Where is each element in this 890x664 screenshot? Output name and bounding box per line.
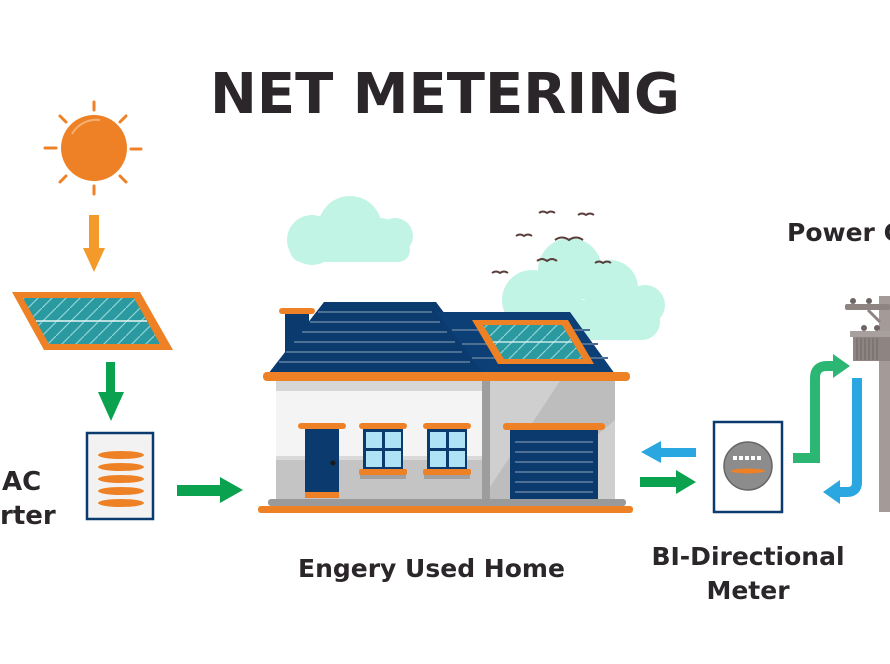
home-label: Engery Used Home xyxy=(298,554,565,583)
cloud-icon xyxy=(287,196,413,265)
page-title: NET METERING xyxy=(209,62,681,127)
sun-to-panel-arrow xyxy=(83,215,105,272)
sun-icon xyxy=(43,100,143,196)
panel-to-inverter-arrow xyxy=(98,362,124,421)
house-icon xyxy=(258,302,633,513)
power-pole-icon xyxy=(845,296,890,512)
bi-directional-meter-icon xyxy=(712,420,784,514)
house-to-meter-arrow xyxy=(640,470,696,494)
meter-label-line1: BI-Directional xyxy=(651,542,845,571)
birds-icon xyxy=(491,210,612,275)
grid-to-meter-arrow xyxy=(823,378,862,504)
inverter-to-house-arrow xyxy=(177,477,243,503)
meter-to-grid-arrow xyxy=(793,354,850,463)
inverter-icon xyxy=(85,431,155,521)
meter-to-house-arrow xyxy=(641,441,696,463)
inverter-label-line1: AC xyxy=(2,467,42,497)
inverter-label-line2: rter xyxy=(0,501,56,531)
meter-label-line2: Meter xyxy=(706,576,790,605)
solar-panel-icon xyxy=(12,292,173,350)
power-grid-label: Power G xyxy=(787,218,890,247)
